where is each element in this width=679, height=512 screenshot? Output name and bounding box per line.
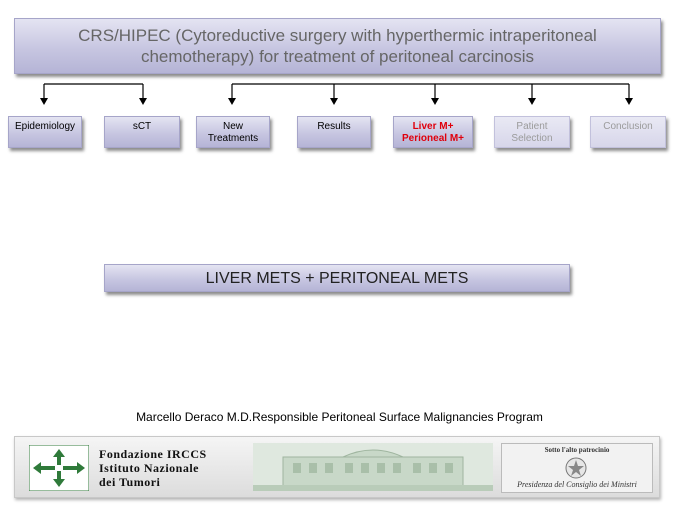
arrowhead-new-treatments xyxy=(228,98,236,105)
nav-conclusion-label: Conclusion xyxy=(603,121,653,132)
nav-patient-label-2: Selection xyxy=(511,133,553,144)
nav-patient-label-1: Patient xyxy=(516,121,548,132)
institution-name-line-2: Istituto Nazionale xyxy=(99,461,199,475)
institution-name-line-3: dei Tumori xyxy=(99,475,161,489)
nav-new-treatments-label-2: Treatments xyxy=(207,133,259,144)
institution-logo-icon xyxy=(29,445,89,491)
nav-results[interactable]: Results xyxy=(297,116,371,148)
section-title-box: LIVER METS + PERITONEAL METS xyxy=(104,264,570,292)
nav-new-treatments[interactable]: New Treatments xyxy=(196,116,270,148)
nav-results-label: Results xyxy=(317,121,351,132)
arrowhead-results xyxy=(330,98,338,105)
nav-sct-label: sCT xyxy=(132,121,152,132)
nav-sct[interactable]: sCT xyxy=(104,116,180,148)
institution-name-line-1: Fondazione IRCCS xyxy=(99,447,207,461)
footer-banner: Fondazione IRCCS Istituto Nazionale dei … xyxy=(14,436,660,498)
nav-liver-label-1: Liver M+ xyxy=(412,121,454,132)
connector-lines xyxy=(40,83,633,105)
nav-liver-m-perioneal-m[interactable]: Liver M+ Perioneal M+ xyxy=(393,116,473,148)
nav-patient-selection[interactable]: Patient Selection xyxy=(494,116,570,148)
state-emblem-icon xyxy=(565,457,587,479)
arrowhead-sct xyxy=(139,98,147,105)
section-title: LIVER METS + PERITONEAL METS xyxy=(205,270,469,287)
patronage-bottom-text: Presidenza del Consiglio dei Ministri xyxy=(517,480,637,489)
patronage-top-text: Sotto l'alto patrocinio xyxy=(544,446,610,454)
nav-conclusion[interactable]: Conclusion xyxy=(590,116,666,148)
nav-epidemiology-label: Epidemiology xyxy=(14,121,76,132)
nav-epidemiology[interactable]: Epidemiology xyxy=(8,116,82,148)
nav-liver-label-2: Perioneal M+ xyxy=(402,133,464,144)
arrowhead-patient xyxy=(528,98,536,105)
building-illustration-icon xyxy=(253,443,493,491)
arrowhead-conclusion xyxy=(625,98,633,105)
author-credit: Marcello Deraco M.D.Responsible Peritone… xyxy=(136,410,543,424)
arrowhead-epidemiology xyxy=(40,98,48,105)
patronage-badge: Sotto l'alto patrocinio Presidenza del C… xyxy=(501,443,653,493)
arrowhead-liver xyxy=(431,98,439,105)
nav-new-treatments-label-1: New xyxy=(222,121,243,132)
page-title: CRS/HIPEC (Cytoreductive surgery with hy… xyxy=(78,26,597,66)
title-box: CRS/HIPEC (Cytoreductive surgery with hy… xyxy=(14,18,661,74)
